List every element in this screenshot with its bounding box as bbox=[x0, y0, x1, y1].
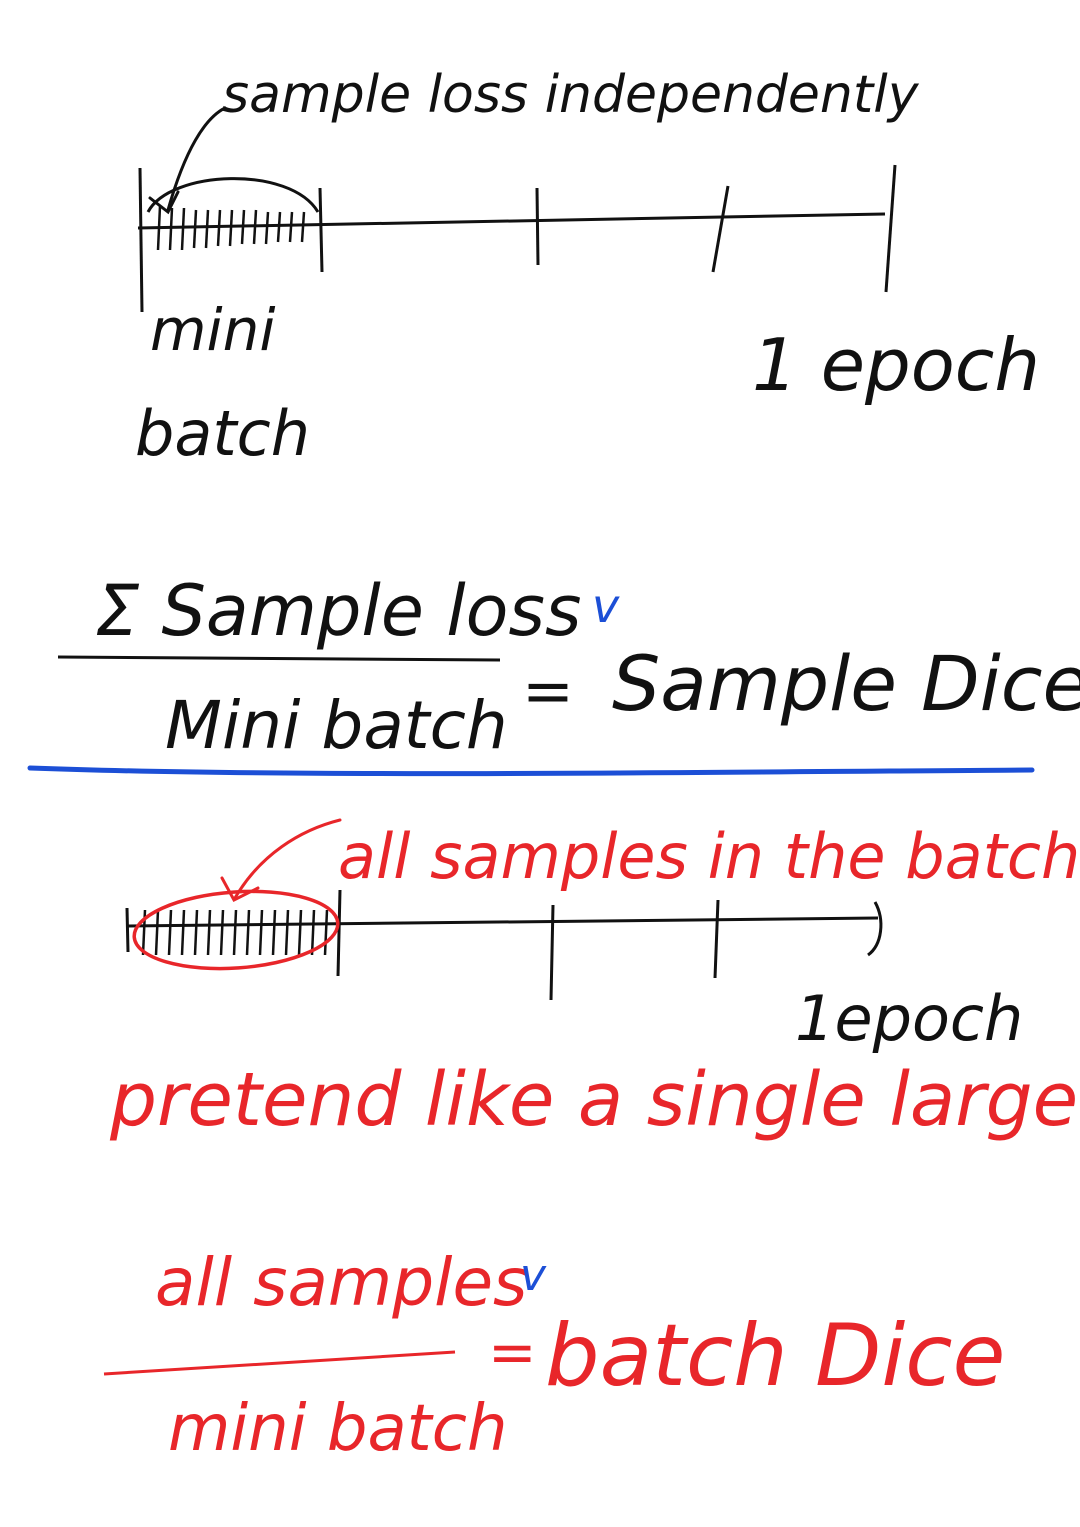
epoch-timeline-2 bbox=[127, 916, 879, 928]
all-samples-numerator: all samples bbox=[155, 1244, 527, 1321]
epoch-label-2: 1epoch bbox=[795, 982, 1023, 1055]
batch-dice-result: batch Dice bbox=[545, 1306, 1005, 1406]
minibatch-end-tick-1 bbox=[318, 187, 324, 273]
mini-label: mini bbox=[150, 296, 276, 364]
timeline-end-tick-1 bbox=[884, 164, 897, 293]
sample-hatches-2 bbox=[141, 909, 329, 956]
pretend-note: pretend like a single large sample bbox=[109, 1057, 1080, 1143]
sample-hatches-1 bbox=[156, 205, 306, 251]
checkmark-2: v bbox=[520, 1250, 547, 1301]
timeline-start-tick-2 bbox=[125, 907, 130, 953]
section-divider bbox=[27, 765, 1035, 777]
all-samples-note: all samples in the batch bbox=[338, 820, 1080, 893]
minibatch-ellipse bbox=[132, 889, 340, 971]
sample-loss-numerator: Σ Sample loss bbox=[95, 570, 581, 652]
timeline-tick-1a bbox=[535, 187, 540, 266]
epoch-timeline-1 bbox=[137, 212, 886, 230]
mini-batch-denominator-2: mini batch bbox=[168, 1392, 508, 1466]
epoch-label-1: 1 epoch bbox=[752, 323, 1040, 407]
checkmark-1: v bbox=[592, 579, 620, 633]
minibatch-end-tick-2 bbox=[336, 889, 342, 977]
equals-sign-1: = bbox=[522, 654, 574, 727]
fraction-bar-2 bbox=[103, 1350, 456, 1376]
timeline-tick-1b bbox=[711, 185, 730, 273]
mini-batch-denominator: Mini batch bbox=[165, 687, 508, 764]
minibatch-arc bbox=[146, 177, 320, 213]
timeline-start-tick-1 bbox=[138, 167, 144, 313]
timeline-end-tick-2 bbox=[867, 901, 883, 957]
note-arrow-red bbox=[233, 818, 342, 900]
batch-label: batch bbox=[135, 397, 310, 470]
timeline-tick-2b bbox=[713, 899, 720, 979]
section-batch-dice: all samples in the batch bbox=[103, 818, 1080, 1466]
sample-loss-note: sample loss independently bbox=[222, 65, 920, 125]
timeline-tick-2a bbox=[549, 904, 555, 1001]
equals-sign-2: = bbox=[488, 1318, 537, 1386]
section-sample-dice: sample loss independently bbox=[57, 65, 1080, 764]
sample-dice-result: Sample Dice bbox=[612, 639, 1080, 728]
fraction-bar-1 bbox=[57, 655, 501, 662]
